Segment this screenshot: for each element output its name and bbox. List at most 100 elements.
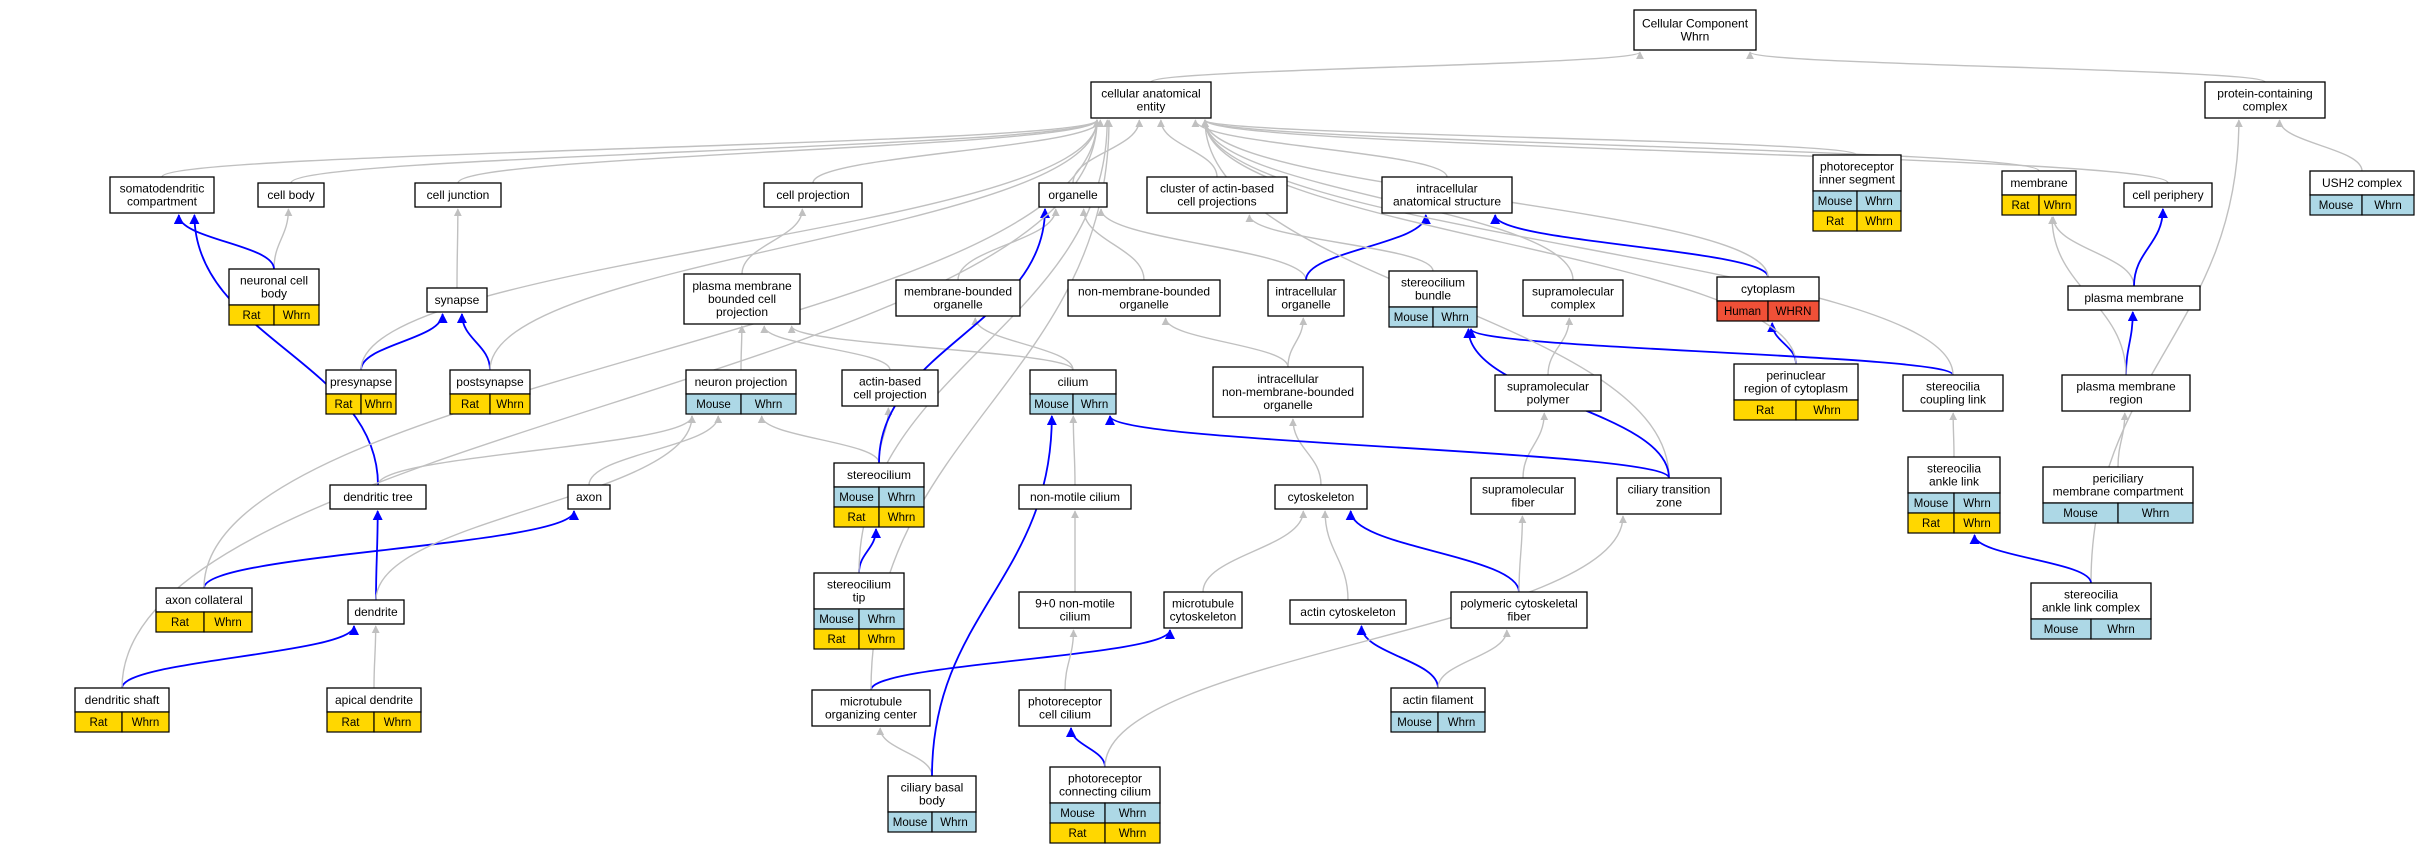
node-plasma-membrane[interactable]: plasma membrane — [2067, 285, 2201, 311]
node-label: axon collateral — [165, 593, 242, 607]
node-box — [1018, 591, 1132, 629]
is-a-edge — [1746, 51, 2266, 83]
node-cytoskeleton[interactable]: cytoskeleton — [1274, 484, 1368, 510]
node-synapse[interactable]: synapse — [426, 287, 488, 313]
is-a-edge — [1547, 317, 1574, 376]
node-label: actin-based — [859, 375, 921, 389]
node-intracellular-non-membrane-bounded-organelle[interactable]: intracellularnon-membrane-boundedorganel… — [1212, 366, 1364, 418]
node-box — [1450, 591, 1588, 629]
is-a-edge — [161, 119, 1101, 178]
badge-cell — [858, 628, 905, 650]
is-a-edge — [1104, 515, 1627, 768]
is-a-edge — [957, 208, 1060, 281]
node-cell-periphery[interactable]: cell periphery — [2123, 182, 2213, 208]
badge-cell — [1104, 822, 1161, 844]
is-a-edge — [290, 119, 1101, 184]
badge-label: Whrn — [1119, 828, 1146, 840]
node-box — [1274, 484, 1368, 510]
node-label: Whrn — [1681, 30, 1710, 44]
node-axon[interactable]: axon — [567, 484, 611, 510]
node-label: intracellular — [1275, 285, 1336, 299]
node-label: periciliary — [2093, 472, 2144, 486]
node-box — [326, 687, 422, 713]
node-box — [2067, 285, 2201, 311]
node-cell-projection[interactable]: cell projection — [763, 182, 863, 208]
node-label: non-membrane-bounded — [1222, 385, 1354, 399]
is-a-edge — [1191, 119, 1448, 178]
badge-label: Rat — [1826, 216, 1845, 228]
badge-cell — [1072, 393, 1117, 415]
badge-cell — [2117, 502, 2194, 524]
is-a-edge — [1079, 208, 1145, 281]
node-actin-cytoskeleton[interactable]: actin cytoskeleton — [1289, 599, 1407, 625]
node-label: actin filament — [1403, 693, 1474, 707]
is-a-edge — [1522, 412, 1549, 479]
node-label: coupling link — [1920, 393, 1987, 407]
node-label: complex — [1551, 298, 1596, 312]
badge-cell — [2361, 194, 2415, 216]
node-box — [1902, 374, 2004, 412]
node-organelle[interactable]: organelle — [1038, 182, 1108, 208]
node-non-motile-cilium[interactable]: non-motile cilium — [1018, 484, 1132, 510]
badge-label: Whrn — [365, 399, 392, 411]
node-dendrite[interactable]: dendrite — [347, 599, 405, 625]
node-label: cell body — [267, 188, 314, 202]
node-dendritic-tree[interactable]: dendritic tree — [329, 484, 427, 510]
is-a-edge — [1161, 317, 1289, 368]
is-a-edge — [1201, 119, 2040, 172]
badge-label: Whrn — [1813, 405, 1840, 417]
node-cell-body[interactable]: cell body — [257, 182, 325, 208]
is-a-edge — [876, 727, 933, 777]
node-box — [1267, 279, 1345, 317]
part-of-edge — [456, 313, 491, 371]
part-of-edge — [1105, 415, 1670, 479]
node-label: compartment — [127, 195, 198, 209]
node-cell-junction[interactable]: cell junction — [414, 182, 502, 208]
node-box — [1018, 484, 1132, 510]
